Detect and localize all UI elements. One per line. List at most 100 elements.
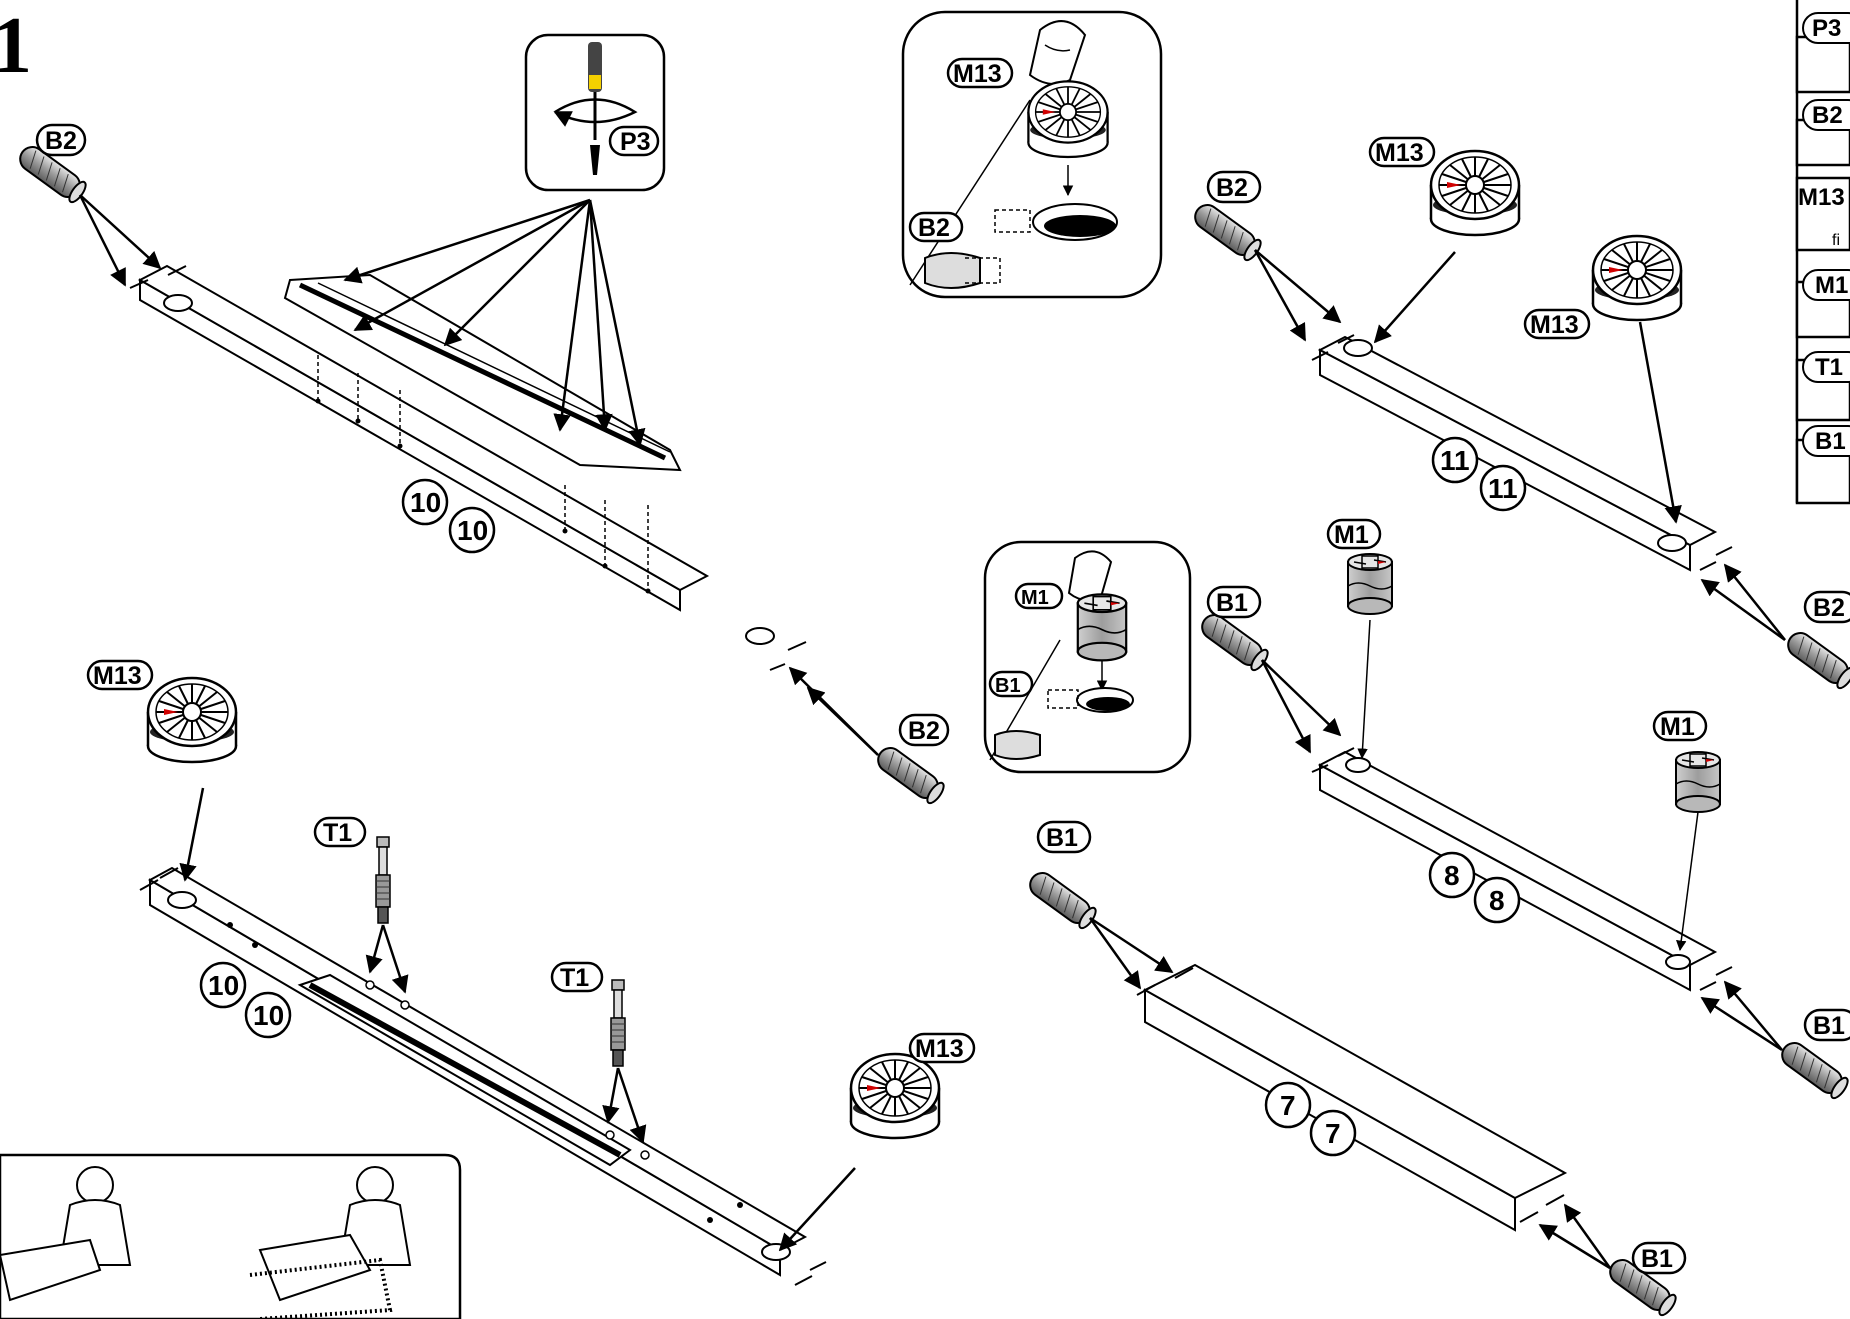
svg-text:M13: M13 xyxy=(93,662,142,690)
cam-m1-b xyxy=(1675,751,1721,813)
panel-count-11-b: 11 xyxy=(1479,464,1527,512)
dowel-b1-right-edge xyxy=(1776,1037,1850,1102)
two-person-assembly-icon xyxy=(0,1166,412,1319)
part-tag-t1-right: T1 xyxy=(550,961,604,993)
part-tag-m13-bottom-left: M13 xyxy=(86,659,154,691)
svg-text:M1: M1 xyxy=(1334,521,1369,549)
svg-text:T1: T1 xyxy=(323,819,352,847)
panel-count-7-a: 7 xyxy=(1264,1081,1312,1129)
panel-count-7-b: 7 xyxy=(1309,1109,1357,1157)
svg-text:B2: B2 xyxy=(918,214,950,242)
dowel-b2-right-bottom xyxy=(1782,627,1850,692)
dowel-b2-mid-left xyxy=(872,742,948,807)
svg-text:T1: T1 xyxy=(560,964,589,992)
svg-text:B2: B2 xyxy=(1813,594,1845,622)
panel-7 xyxy=(1136,963,1568,1232)
panel-count-10-d: 10 xyxy=(244,991,292,1039)
legend-item-b1: B1 xyxy=(1795,425,1850,505)
svg-text:M1: M1 xyxy=(1021,587,1049,609)
parts-legend: P3 B2 M13 fi M1 T1 B1 xyxy=(1795,0,1850,505)
part-tag-m13-bottom-right: M13 xyxy=(908,1032,976,1064)
svg-text:B2: B2 xyxy=(1812,102,1843,129)
legend-item-t1: T1 xyxy=(1795,351,1850,422)
dowel-b1-mid xyxy=(1196,609,1272,674)
svg-text:11: 11 xyxy=(1488,473,1518,504)
dowel-b2-right-top xyxy=(1189,199,1265,264)
svg-text:M1: M1 xyxy=(1815,272,1848,299)
step-number: 1 xyxy=(0,2,32,90)
svg-text:10: 10 xyxy=(410,487,441,518)
part-tag-b2-right-top: B2 xyxy=(1206,170,1262,204)
part-tag-b1-mid: B1 xyxy=(1206,585,1262,619)
svg-text:B1: B1 xyxy=(1813,1012,1845,1040)
panel-10-top xyxy=(129,264,807,671)
part-tag-b2-callout: B2 xyxy=(908,211,964,243)
svg-text:M13: M13 xyxy=(1375,139,1424,167)
m1-callout: M1 B1 xyxy=(983,540,1192,774)
panel-10-bottom xyxy=(139,866,827,1286)
svg-text:M13: M13 xyxy=(915,1035,964,1063)
svg-text:10: 10 xyxy=(253,1000,284,1031)
part-tag-b2-mid-left: B2 xyxy=(898,713,950,747)
svg-text:B1: B1 xyxy=(1046,824,1078,852)
finger-press-icon xyxy=(1028,20,1087,85)
legend-item-m13: M13 fi xyxy=(1795,176,1850,252)
svg-text:10: 10 xyxy=(457,515,488,546)
part-tag-p3: P3 xyxy=(608,125,660,157)
panel-count-10-b: 10 xyxy=(448,506,496,554)
svg-text:T1: T1 xyxy=(1815,354,1843,381)
panel-count-10-a: 10 xyxy=(401,478,449,526)
bolt-t1-right xyxy=(610,979,626,1067)
svg-text:M13: M13 xyxy=(953,60,1002,88)
screwdriver-icon xyxy=(553,42,638,175)
part-tag-b2-top-left: B2 xyxy=(35,123,87,157)
legend-item-p3: P3 xyxy=(1795,12,1850,94)
wheel-m13-bottom-right xyxy=(849,1052,941,1140)
part-tag-m1-a: M1 xyxy=(1326,518,1382,550)
two-person-tip-panel xyxy=(0,1153,462,1319)
svg-text:7: 7 xyxy=(1280,1090,1296,1121)
svg-text:B1: B1 xyxy=(1815,428,1846,455)
svg-text:B2: B2 xyxy=(908,717,940,745)
panel-8 xyxy=(1311,747,1733,992)
svg-text:P3: P3 xyxy=(620,128,651,156)
m13-callout: M13 B2 xyxy=(901,10,1163,299)
part-tag-b1-bottom-left: B1 xyxy=(1036,820,1092,854)
part-tag-b2-right-edge: B2 xyxy=(1803,590,1850,624)
screwdriver-callout: P3 xyxy=(524,33,666,192)
svg-text:11: 11 xyxy=(1440,445,1470,476)
svg-text:B1: B1 xyxy=(1216,589,1248,617)
svg-text:10: 10 xyxy=(208,970,239,1001)
svg-text:M13: M13 xyxy=(1530,311,1579,339)
part-tag-t1-left: T1 xyxy=(313,816,367,848)
svg-text:fi: fi xyxy=(1832,232,1840,249)
part-tag-m13-right-a: M13 xyxy=(1368,136,1436,168)
panel-count-10-c: 10 xyxy=(199,961,247,1009)
svg-text:B2: B2 xyxy=(45,127,77,155)
part-tag-m1-b: M1 xyxy=(1652,710,1708,742)
svg-text:8: 8 xyxy=(1489,885,1505,916)
part-tag-m1-callout: M1 xyxy=(1014,582,1064,610)
svg-text:B1: B1 xyxy=(1641,1245,1673,1273)
svg-text:P3: P3 xyxy=(1812,15,1841,42)
cam-m1-a xyxy=(1347,553,1393,615)
bolt-t1-left xyxy=(375,836,391,924)
svg-text:B2: B2 xyxy=(1216,174,1248,202)
dowel-b1-bottom-left xyxy=(1024,867,1100,932)
legend-item-m1: M1 xyxy=(1795,269,1850,339)
panel-count-8-b: 8 xyxy=(1473,876,1521,924)
legend-item-b2: B2 xyxy=(1795,99,1850,167)
part-tag-m13-right-b: M13 xyxy=(1523,308,1591,340)
part-tag-b1-right-edge: B1 xyxy=(1803,1008,1850,1042)
svg-text:M1: M1 xyxy=(1660,713,1695,741)
panel-count-8-a: 8 xyxy=(1428,851,1476,899)
svg-text:7: 7 xyxy=(1325,1118,1341,1149)
part-tag-b1-bottom-right: B1 xyxy=(1631,1241,1687,1275)
wheel-m13-bottom-left xyxy=(146,676,238,764)
wheel-m13-right-b xyxy=(1591,234,1683,322)
panel-11 xyxy=(1311,334,1733,572)
part-tag-m13-callout: M13 xyxy=(946,57,1014,89)
svg-text:B1: B1 xyxy=(995,675,1021,697)
svg-text:M13: M13 xyxy=(1798,184,1845,211)
